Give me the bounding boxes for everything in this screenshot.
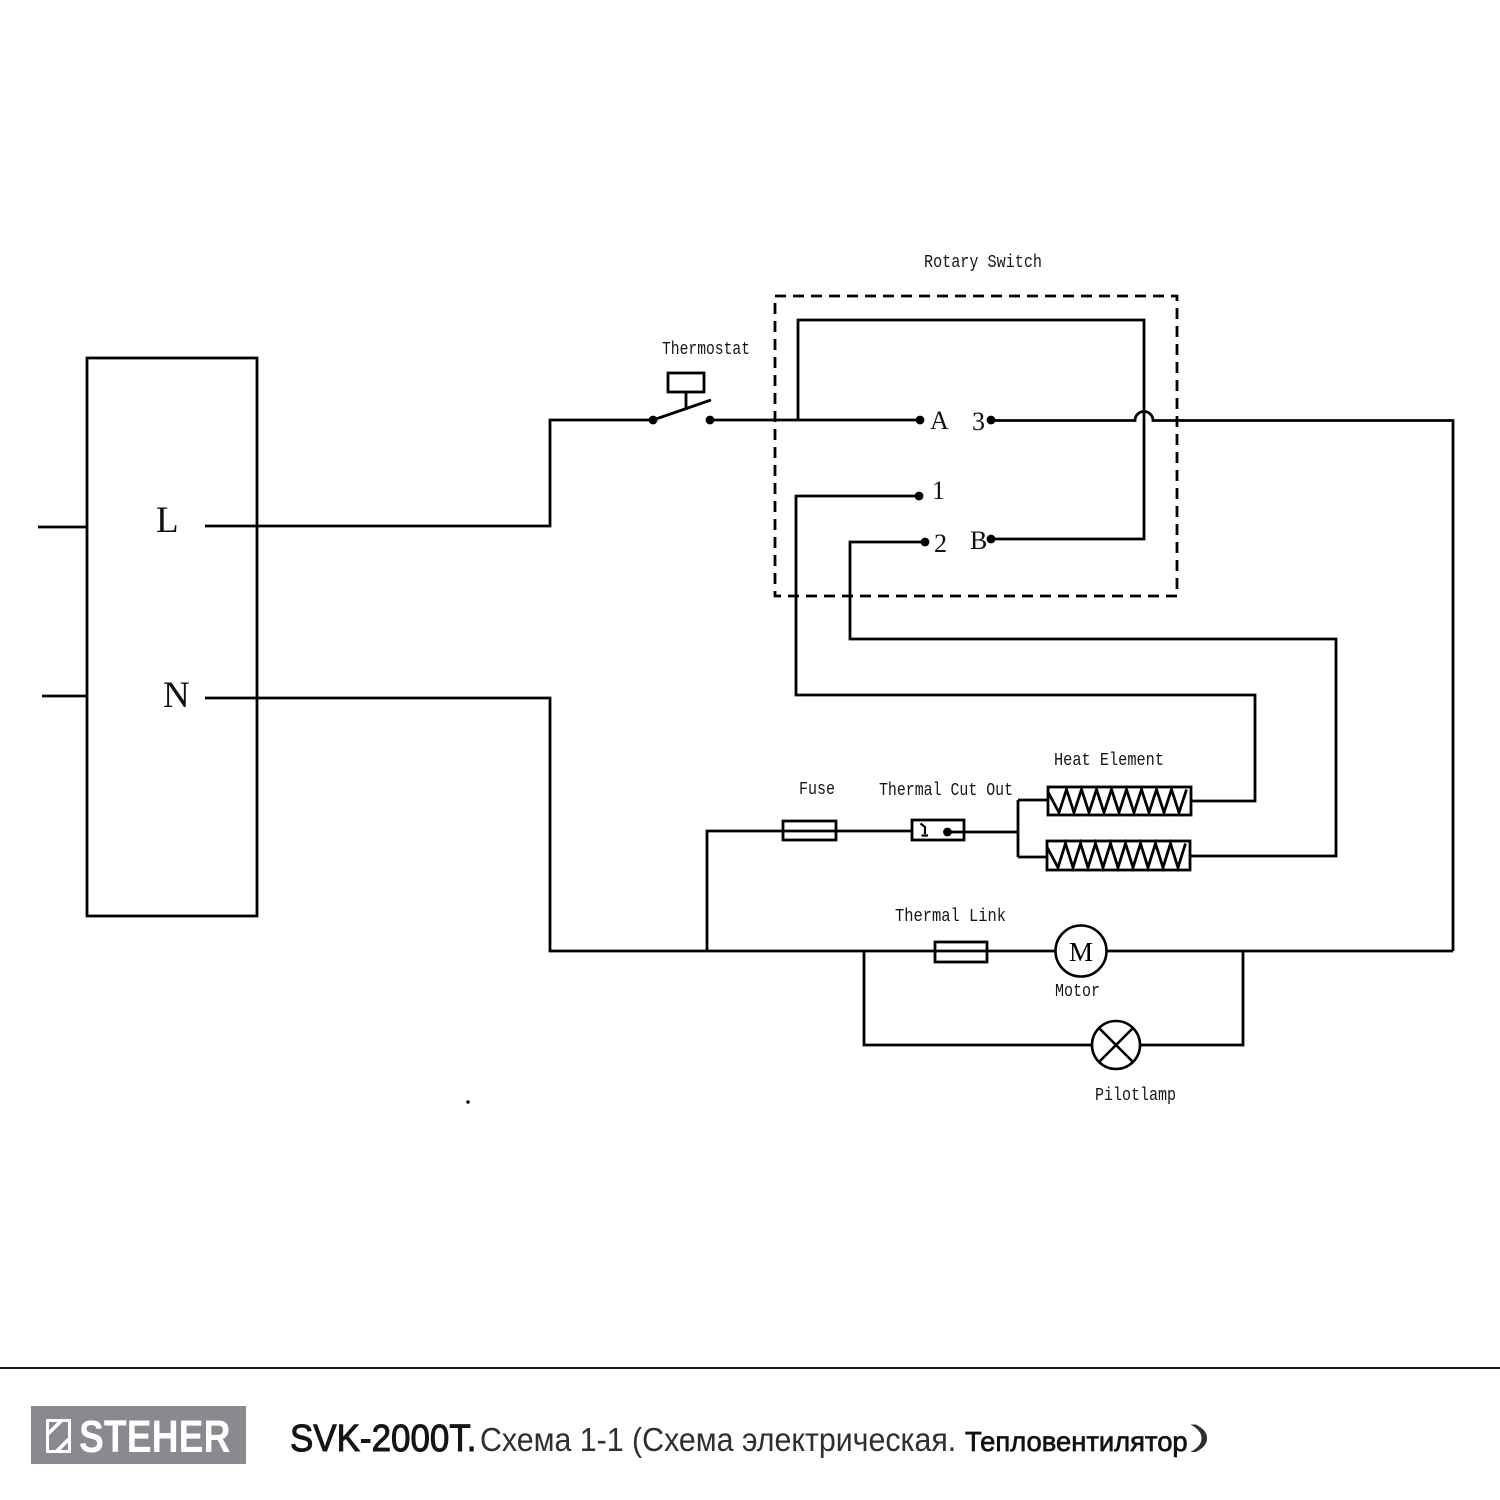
svg-text:A: A [930, 406, 949, 435]
svg-text:1: 1 [932, 476, 945, 505]
svg-text:STEHER: STEHER [79, 1412, 231, 1462]
svg-text:N: N [163, 675, 190, 716]
svg-text:Motor: Motor [1055, 982, 1100, 1002]
svg-text:Rotary Switch: Rotary Switch [924, 253, 1042, 273]
svg-text:Pilotlamp: Pilotlamp [1095, 1086, 1176, 1106]
svg-text:B: B [970, 526, 987, 555]
svg-text:3: 3 [972, 407, 985, 436]
svg-text:): ) [1190, 1419, 1211, 1452]
svg-text:Схема 1-1 (Схема электрическая: Схема 1-1 (Схема электрическая. [480, 1421, 956, 1458]
svg-text:SVK-2000T.: SVK-2000T. [290, 1417, 477, 1460]
svg-text:Fuse: Fuse [799, 780, 835, 800]
svg-text:M: M [1069, 937, 1093, 967]
svg-text:Thermal Cut Out: Thermal Cut Out [879, 781, 1013, 801]
svg-text:Тепловентилятор: Тепловентилятор [965, 1426, 1188, 1457]
svg-text:Thermal Link: Thermal Link [895, 907, 1006, 927]
svg-text:Thermostat: Thermostat [662, 340, 750, 360]
svg-text:2: 2 [934, 529, 947, 558]
svg-text:Heat Element: Heat Element [1054, 751, 1164, 771]
svg-text:L: L [156, 500, 179, 541]
